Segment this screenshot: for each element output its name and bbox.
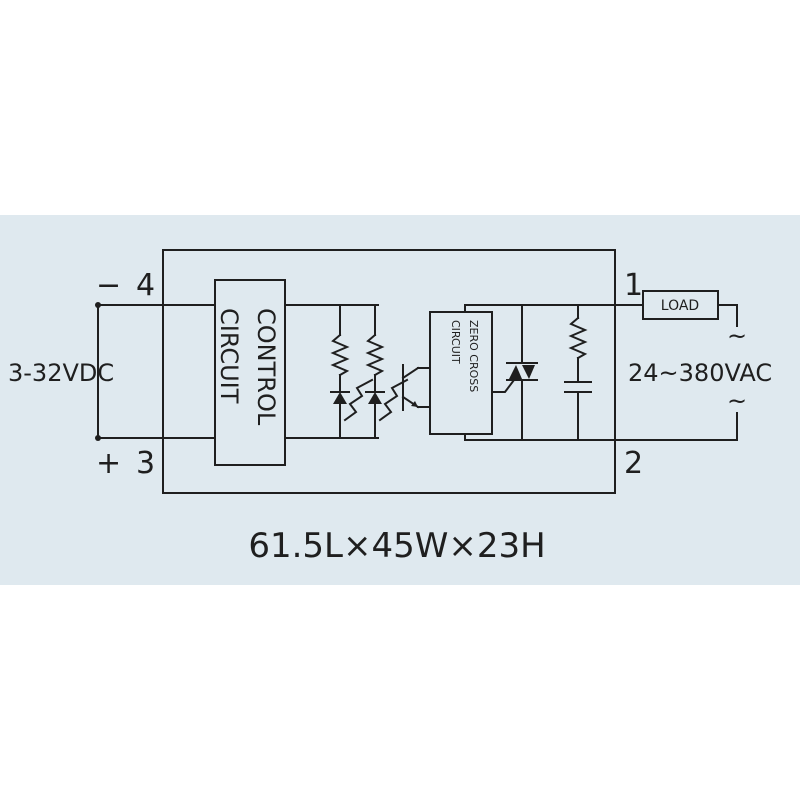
output-voltage-label: 24~380VAC xyxy=(628,359,772,387)
input-voltage-label: 3-32VDC xyxy=(8,359,114,387)
ac-return-wire xyxy=(614,412,738,441)
led-branch-1 xyxy=(330,304,350,439)
control-circuit-line2: CIRCUIT xyxy=(215,308,243,404)
light-arrow-1 xyxy=(343,378,374,422)
rc-snubber xyxy=(564,304,592,441)
load-label: LOAD xyxy=(661,298,699,314)
phototransistor xyxy=(401,364,431,411)
output-top-rail xyxy=(464,304,616,313)
triac xyxy=(491,304,538,441)
terminal-3: 3 xyxy=(136,446,155,481)
input-wire-negative xyxy=(97,304,216,396)
diagram-panel xyxy=(0,215,800,585)
ac-symbol-top: ~ xyxy=(727,322,747,350)
zero-cross-block xyxy=(429,311,493,435)
led-branch-2 xyxy=(365,304,385,439)
output-bottom-rail xyxy=(464,433,616,441)
zero-cross-line1: ZERO CROSS xyxy=(467,320,480,392)
zero-cross-line2: CIRCUIT xyxy=(449,320,462,364)
dimensions-label: 61.5L×45W×23H xyxy=(248,526,545,566)
input-wire-positive xyxy=(97,394,216,439)
control-circuit-block xyxy=(214,279,286,466)
load-to-ac-wire xyxy=(717,304,738,327)
relay-housing xyxy=(162,249,616,494)
terminal-minus: − xyxy=(96,268,121,303)
terminal-plus: + xyxy=(96,446,121,481)
control-circuit-line1: CONTROL xyxy=(252,308,280,426)
terminal-4: 4 xyxy=(136,268,155,303)
terminal-2: 2 xyxy=(624,446,643,481)
ac-symbol-bottom: ~ xyxy=(727,387,747,415)
terminal-1: 1 xyxy=(624,268,643,303)
light-arrow-2 xyxy=(378,378,409,422)
